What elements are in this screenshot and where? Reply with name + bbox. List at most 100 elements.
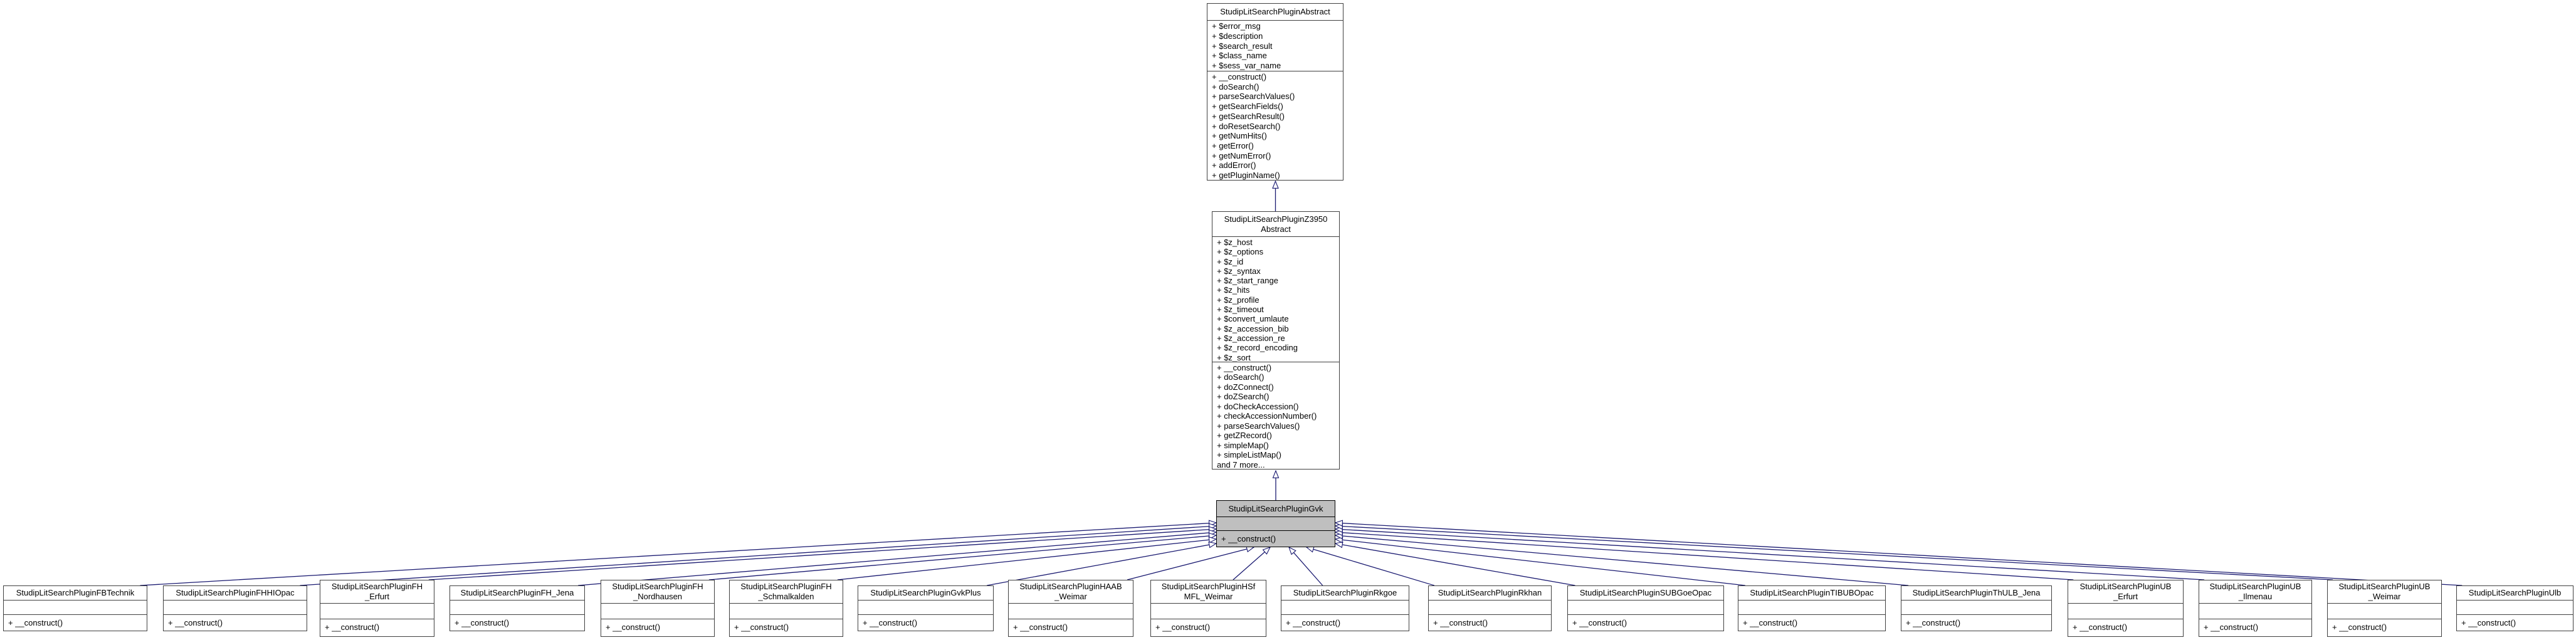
inheritance-edge <box>1233 547 1270 580</box>
class-attributes <box>1217 517 1335 531</box>
class-methods: + __construct() <box>1217 531 1335 547</box>
class-node-derived-studiplitsearchpluginub_erfurt[interactable]: StudipLitSearchPluginUB _Erfurt + __const… <box>2068 580 2184 637</box>
class-methods: + __construct() <box>164 615 307 631</box>
method-row: + __construct() <box>1906 618 1961 627</box>
method-row: + getSearchFields() <box>1212 102 1283 112</box>
class-attributes <box>2328 604 2441 619</box>
class-title: StudipLitSearchPluginUB _Ilmenau <box>2199 580 2311 604</box>
attribute-row: + $z_start_range <box>1217 276 1278 286</box>
class-methods: + __construct() <box>601 619 714 636</box>
class-node-derived-studiplitsearchpluginrkhan[interactable]: StudipLitSearchPluginRkhan+ __construct(… <box>1428 585 1552 631</box>
class-node-derived-studiplitsearchplugingvkplus[interactable]: StudipLitSearchPluginGvkPlus + __construc… <box>858 585 994 631</box>
class-attributes <box>320 604 434 619</box>
class-methods: + __construct() <box>2199 619 2311 636</box>
method-row: + __construct() <box>1217 363 1272 372</box>
class-node-derived-studiplitsearchpluginfh_schmalkalden[interactable]: StudipLitSearchPluginFH _Schmalkalden + _… <box>729 580 843 637</box>
class-node-derived-studiplitsearchpluginub_weimar[interactable]: StudipLitSearchPluginUB _Weimar + __const… <box>2327 580 2442 637</box>
class-title: StudipLitSearchPluginFBTechnik <box>4 586 147 601</box>
attribute-row: + $z_host <box>1217 238 1253 247</box>
method-row: + __construct() <box>1212 72 1267 81</box>
class-title: StudipLitSearchPluginFHHIOpac <box>164 586 307 601</box>
inheritance-edge <box>1127 547 1254 580</box>
inheritance-edge <box>1335 529 2205 580</box>
class-node-derived-studiplitsearchpluginfhhiopac[interactable]: StudipLitSearchPluginFHHIOpac + __constru… <box>163 585 307 631</box>
class-title: StudipLitSearchPluginUB _Weimar <box>2328 580 2441 604</box>
class-node-derived-studiplitsearchpluginulb[interactable]: StudipLitSearchPluginUlb + __construct() <box>2456 585 2573 631</box>
inheritance-edge <box>708 535 1216 580</box>
method-row: + doResetSearch() <box>1212 121 1281 131</box>
class-node-derived-studiplitsearchpluginhaab_weimar[interactable]: StudipLitSearchPluginHAAB _Weimar+ __con… <box>1008 580 1133 637</box>
attribute-row: + $class_name <box>1212 51 1267 61</box>
method-row: + __construct() <box>1286 618 1341 627</box>
method-row: + __construct() <box>2204 622 2259 632</box>
inheritance-edge <box>428 529 1216 580</box>
class-methods: + __construct() <box>1568 615 1723 631</box>
attribute-row: + $z_syntax <box>1217 266 1261 276</box>
class-node-derived-studiplitsearchpluginfh_jena[interactable]: StudipLitSearchPluginFH_Jena+ __construc… <box>449 585 585 631</box>
method-row: + __construct() <box>8 618 63 627</box>
class-node-derived-studiplitsearchpluginfh_erfurt[interactable]: StudipLitSearchPluginFH _Erfurt + __const… <box>320 580 434 637</box>
class-node-studiplitsearchplugingvk-focus[interactable]: StudipLitSearchPluginGvk+ __construct() <box>1216 500 1335 547</box>
class-node-derived-studiplitsearchpluginhsfmfl_weimar[interactable]: StudipLitSearchPluginHSf MFL_Weimar+ __c… <box>1150 580 1266 637</box>
class-attributes <box>858 601 993 615</box>
method-row: + __construct() <box>1743 618 1798 627</box>
attribute-row: + $z_id <box>1217 256 1244 266</box>
inheritance-edge <box>987 543 1216 586</box>
class-title: StudipLitSearchPluginFH _Erfurt <box>320 580 434 604</box>
method-row: + getError() <box>1212 140 1254 150</box>
class-attributes <box>601 604 714 619</box>
class-title: StudipLitSearchPluginGvkPlus <box>858 586 993 601</box>
class-node-derived-studiplitsearchpluginfh_nordhausen[interactable]: StudipLitSearchPluginFH _Nordhausen+ __c… <box>601 580 715 637</box>
method-row: + simpleListMap() <box>1217 450 1281 460</box>
class-title: StudipLitSearchPluginTIBUBOpac <box>1738 586 1885 601</box>
class-title: StudipLitSearchPluginZ3950 Abstract <box>1212 212 1339 237</box>
class-attributes <box>450 601 584 615</box>
class-node-derived-studiplitsearchplugintibubopac[interactable]: StudipLitSearchPluginTIBUBOpac + __constr… <box>1738 585 1886 631</box>
class-title: StudipLitSearchPluginThULB_Jena <box>1901 586 2051 601</box>
class-methods: + __construct() <box>858 615 993 631</box>
method-row: + parseSearchValues() <box>1217 421 1300 431</box>
class-node-studiplitsearchpluginz3950abstract[interactable]: StudipLitSearchPluginZ3950 Abstract+ $z_… <box>1212 211 1340 470</box>
class-title: StudipLitSearchPluginHSf MFL_Weimar <box>1151 580 1266 604</box>
class-title: StudipLitSearchPluginUB _Erfurt <box>2068 580 2183 604</box>
class-methods: + __construct() <box>2457 615 2573 631</box>
class-node-derived-studiplitsearchpluginsubgoeopac[interactable]: StudipLitSearchPluginSUBGoeOpac + __const… <box>1567 585 1724 631</box>
attribute-row: + $z_options <box>1217 247 1264 257</box>
class-node-derived-studiplitsearchpluginub_ilmenau[interactable]: StudipLitSearchPluginUB _Ilmenau + __cons… <box>2199 580 2312 637</box>
method-row: + doZConnect() <box>1217 382 1274 392</box>
class-methods: + __construct() <box>1901 615 2051 631</box>
method-row: + getSearchResult() <box>1212 111 1285 121</box>
class-node-studiplitsearchpluginabstract[interactable]: StudipLitSearchPluginAbstract+ $error_ms… <box>1207 3 1343 181</box>
inheritance-edge <box>578 532 1216 586</box>
method-row: + getPluginName() <box>1212 170 1280 180</box>
method-row: + simpleMap() <box>1217 440 1269 450</box>
method-row: + parseSearchValues() <box>1212 92 1295 102</box>
class-title: StudipLitSearchPluginUlb <box>2457 586 2573 601</box>
inheritance-edge <box>300 526 1217 586</box>
class-methods: + __construct() <box>2068 619 2183 636</box>
class-node-derived-studiplitsearchpluginfbtechnik[interactable]: StudipLitSearchPluginFBTechnik + __constr… <box>3 585 147 631</box>
method-row: + __construct() <box>1013 622 1068 632</box>
class-node-derived-studiplitsearchpluginrkgoe[interactable]: StudipLitSearchPluginRkgoe+ __construct(… <box>1281 585 1409 631</box>
method-row: + doSearch() <box>1217 372 1264 382</box>
method-row: + __construct() <box>455 618 510 627</box>
class-methods: + __construct() <box>730 619 843 636</box>
method-row: + __construct() <box>2073 622 2128 632</box>
class-attributes <box>1429 601 1551 615</box>
class-node-derived-studiplitsearchpluginthulb_jena[interactable]: StudipLitSearchPluginThULB_Jena + __const… <box>1901 585 2052 631</box>
class-methods: + __construct() <box>1429 615 1551 631</box>
method-row: and 7 more... <box>1217 459 1265 469</box>
inheritance-edge <box>837 539 1216 580</box>
class-methods: + __construct() <box>1009 619 1133 636</box>
class-attributes <box>4 601 147 615</box>
inheritance-edge <box>1335 526 2333 580</box>
class-methods: + __construct() <box>2328 619 2441 636</box>
class-methods: + __construct() <box>320 619 434 636</box>
class-title: StudipLitSearchPluginFH _Schmalkalden <box>730 580 843 604</box>
inheritance-edge <box>1335 543 1575 586</box>
method-row: + __construct() <box>734 622 789 632</box>
method-row: + doZSearch() <box>1217 392 1270 402</box>
class-title: StudipLitSearchPluginSUBGoeOpac <box>1568 586 1723 601</box>
attribute-row: + $search_result <box>1212 41 1273 51</box>
